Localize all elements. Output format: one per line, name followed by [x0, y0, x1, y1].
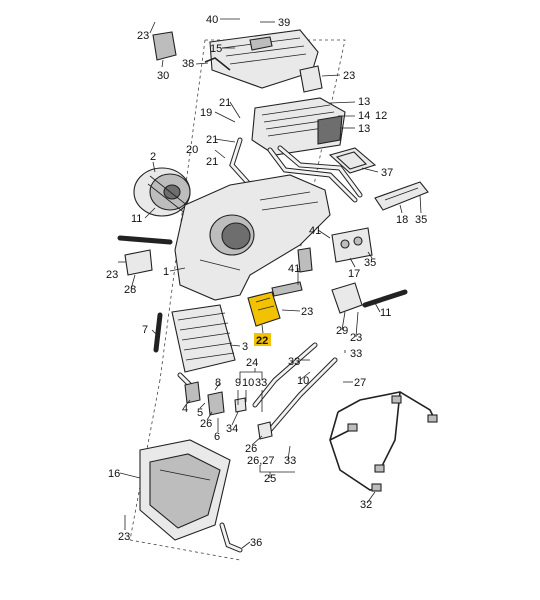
- callout-15: 15: [210, 43, 222, 55]
- callout-5: 5: [197, 407, 203, 419]
- callout-13: 13: [358, 123, 370, 135]
- callout-10: 10: [242, 377, 254, 389]
- sensor-part-41: [271, 247, 313, 297]
- hose-part-38: [204, 57, 231, 71]
- highlight-box-22: [254, 333, 271, 346]
- callout-34: 34: [226, 423, 238, 435]
- callout-23: 23: [301, 306, 313, 318]
- callout-4: 4: [182, 403, 188, 415]
- callout-23: 23: [343, 70, 355, 82]
- callout-25: 25: [264, 473, 276, 485]
- callout-41: 41: [309, 225, 321, 237]
- callout-18: 18: [396, 214, 408, 226]
- callout-21: 21: [219, 97, 231, 109]
- callout-23: 23: [350, 332, 362, 344]
- callout-6: 6: [214, 431, 220, 443]
- callout-24: 24: [246, 357, 258, 369]
- callout-27: 27: [354, 377, 366, 389]
- callout-38: 38: [182, 58, 194, 70]
- connector-block-part-30: [152, 31, 177, 61]
- callout-28: 28: [124, 284, 136, 296]
- evaporator-part: [171, 304, 236, 393]
- callout-26: 26: [245, 443, 257, 455]
- callout-33: 33: [284, 455, 296, 467]
- bracket-part-28: [124, 249, 153, 276]
- callout-23: 23: [118, 531, 130, 543]
- callout-21: 21: [206, 134, 218, 146]
- callout-17: 17: [348, 268, 360, 280]
- callout-2: 2: [150, 151, 156, 163]
- callout-30: 30: [157, 70, 169, 82]
- callout-13: 13: [358, 96, 370, 108]
- callout-33: 33: [255, 377, 267, 389]
- callout-11: 11: [380, 307, 391, 319]
- callout-26: 26: [200, 418, 212, 430]
- valve-block-part-17: [331, 227, 373, 263]
- lower-housing-part: [139, 439, 231, 541]
- bracket-part: [299, 65, 323, 93]
- callout-33: 33: [288, 356, 300, 368]
- rod-part-11-top: [117, 235, 173, 245]
- callout-32: 32: [360, 499, 372, 511]
- drain-hose-part: [219, 522, 243, 553]
- rod-part-11-right: [362, 289, 408, 308]
- seal-frame-part: [328, 147, 377, 174]
- callout-23: 23: [106, 269, 118, 281]
- callout-36: 36: [250, 537, 262, 549]
- actuator-part-18: [374, 181, 429, 211]
- callout-29: 29: [336, 325, 348, 337]
- callout-14: 14: [358, 110, 370, 122]
- callout-37: 37: [381, 167, 393, 179]
- main-housing-part: [174, 174, 331, 301]
- actuator-part-22-highlighted: [247, 291, 281, 327]
- callout-20: 20: [186, 144, 198, 156]
- callout-10: 10: [297, 375, 309, 387]
- wiring-harness-part: [329, 391, 438, 492]
- callout-11: 11: [131, 213, 142, 225]
- assembly-guide-lines: [129, 39, 346, 561]
- callout-33: 33: [350, 348, 362, 360]
- callout-8: 8: [215, 377, 221, 389]
- callout-1: 1: [163, 266, 169, 278]
- callout-35: 35: [364, 257, 376, 269]
- callout-labels: 40 39 23 15 30 38 23 21 19 13 14 12 13 2…: [106, 14, 427, 549]
- leader-lines: [118, 18, 422, 549]
- callout-41: 41: [288, 263, 300, 275]
- rod-part-7: [153, 312, 163, 353]
- callout-23: 23: [137, 30, 149, 42]
- callout-22: 22: [256, 335, 268, 347]
- bracket-part-29: [331, 282, 363, 314]
- callout-35: 35: [415, 214, 427, 226]
- callout-9: 9: [235, 377, 241, 389]
- callout-12: 12: [375, 110, 387, 122]
- callout-26-27: 26,27: [247, 455, 275, 467]
- callout-3: 3: [242, 341, 248, 353]
- callout-39: 39: [278, 17, 290, 29]
- callout-21: 21: [206, 156, 218, 168]
- callout-40: 40: [206, 14, 218, 26]
- callout-16: 16: [108, 468, 120, 480]
- callout-7: 7: [142, 324, 148, 336]
- top-cover-part: [209, 29, 319, 89]
- heater-core-part: [251, 97, 346, 156]
- blower-motor-part: [133, 167, 191, 217]
- expansion-valve-part: [184, 381, 273, 440]
- callout-19: 19: [200, 107, 212, 119]
